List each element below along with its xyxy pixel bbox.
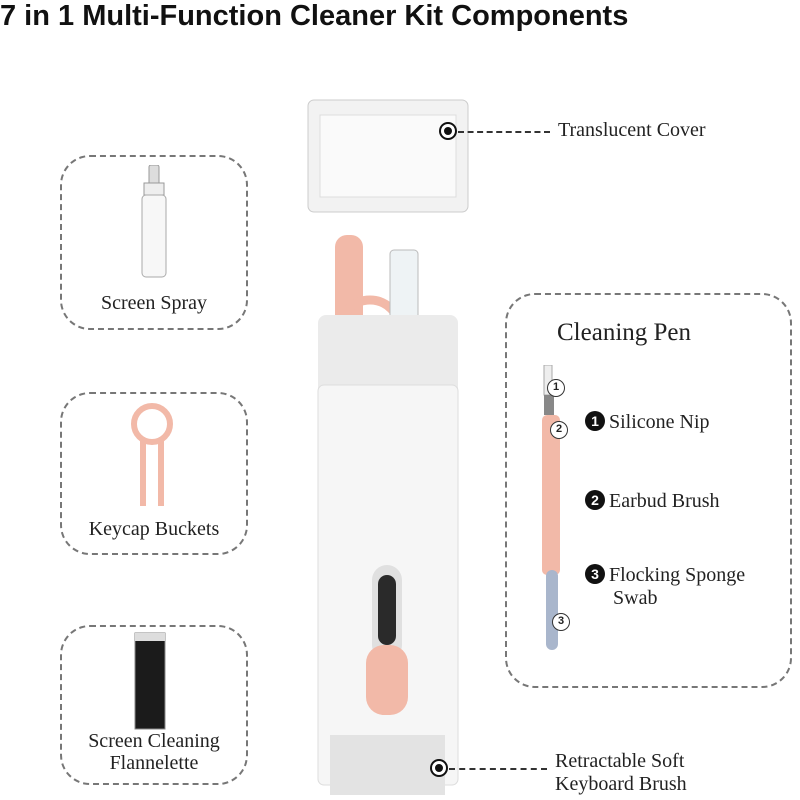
keyboard-brush-label-1: Retractable Soft [555, 750, 685, 772]
translucent-cover-label: Translucent Cover [558, 119, 706, 141]
cleaning-pen-title: Cleaning Pen [557, 319, 692, 346]
keyboard-brush-label-2: Keyboard Brush [555, 773, 687, 795]
flannelette-image [134, 632, 166, 730]
flannelette-panel: Screen Cleaning Flannelette [60, 625, 248, 785]
keyboard-brush-leader [449, 768, 547, 770]
number-badge: 1 [585, 411, 605, 431]
pen-marker-2: 2 [550, 421, 568, 439]
spray-bottle-image [141, 165, 167, 278]
number-badge: 2 [585, 490, 605, 510]
translucent-cover-leader [458, 131, 550, 133]
page-title: 7 in 1 Multi-Function Cleaner Kit Compon… [0, 0, 629, 32]
screen-spray-panel: Screen Spray [60, 155, 248, 330]
keycap-puller-image [131, 403, 173, 506]
cleaner-kit-image [307, 99, 469, 795]
number-badge: 3 [585, 564, 605, 584]
screen-spray-label: Screen Spray [100, 292, 208, 314]
translucent-cover-marker [441, 124, 455, 138]
part-label: Earbud Brush [609, 490, 720, 512]
keyboard-brush-marker [432, 761, 446, 775]
keycap-buckets-label: Keycap Buckets [88, 518, 220, 540]
part-label: Silicone Nip [609, 411, 710, 433]
cleaning-pen-image [542, 365, 560, 650]
part-label-2: Swab [613, 587, 658, 609]
keycap-buckets-panel: Keycap Buckets [60, 392, 248, 555]
pen-marker-1: 1 [547, 379, 565, 397]
flannelette-label-1: Screen Cleaning [88, 730, 220, 752]
flannelette-label-2: Flannelette [109, 752, 199, 774]
part-label: Flocking Sponge [609, 564, 746, 586]
pen-marker-3: 3 [552, 613, 570, 631]
